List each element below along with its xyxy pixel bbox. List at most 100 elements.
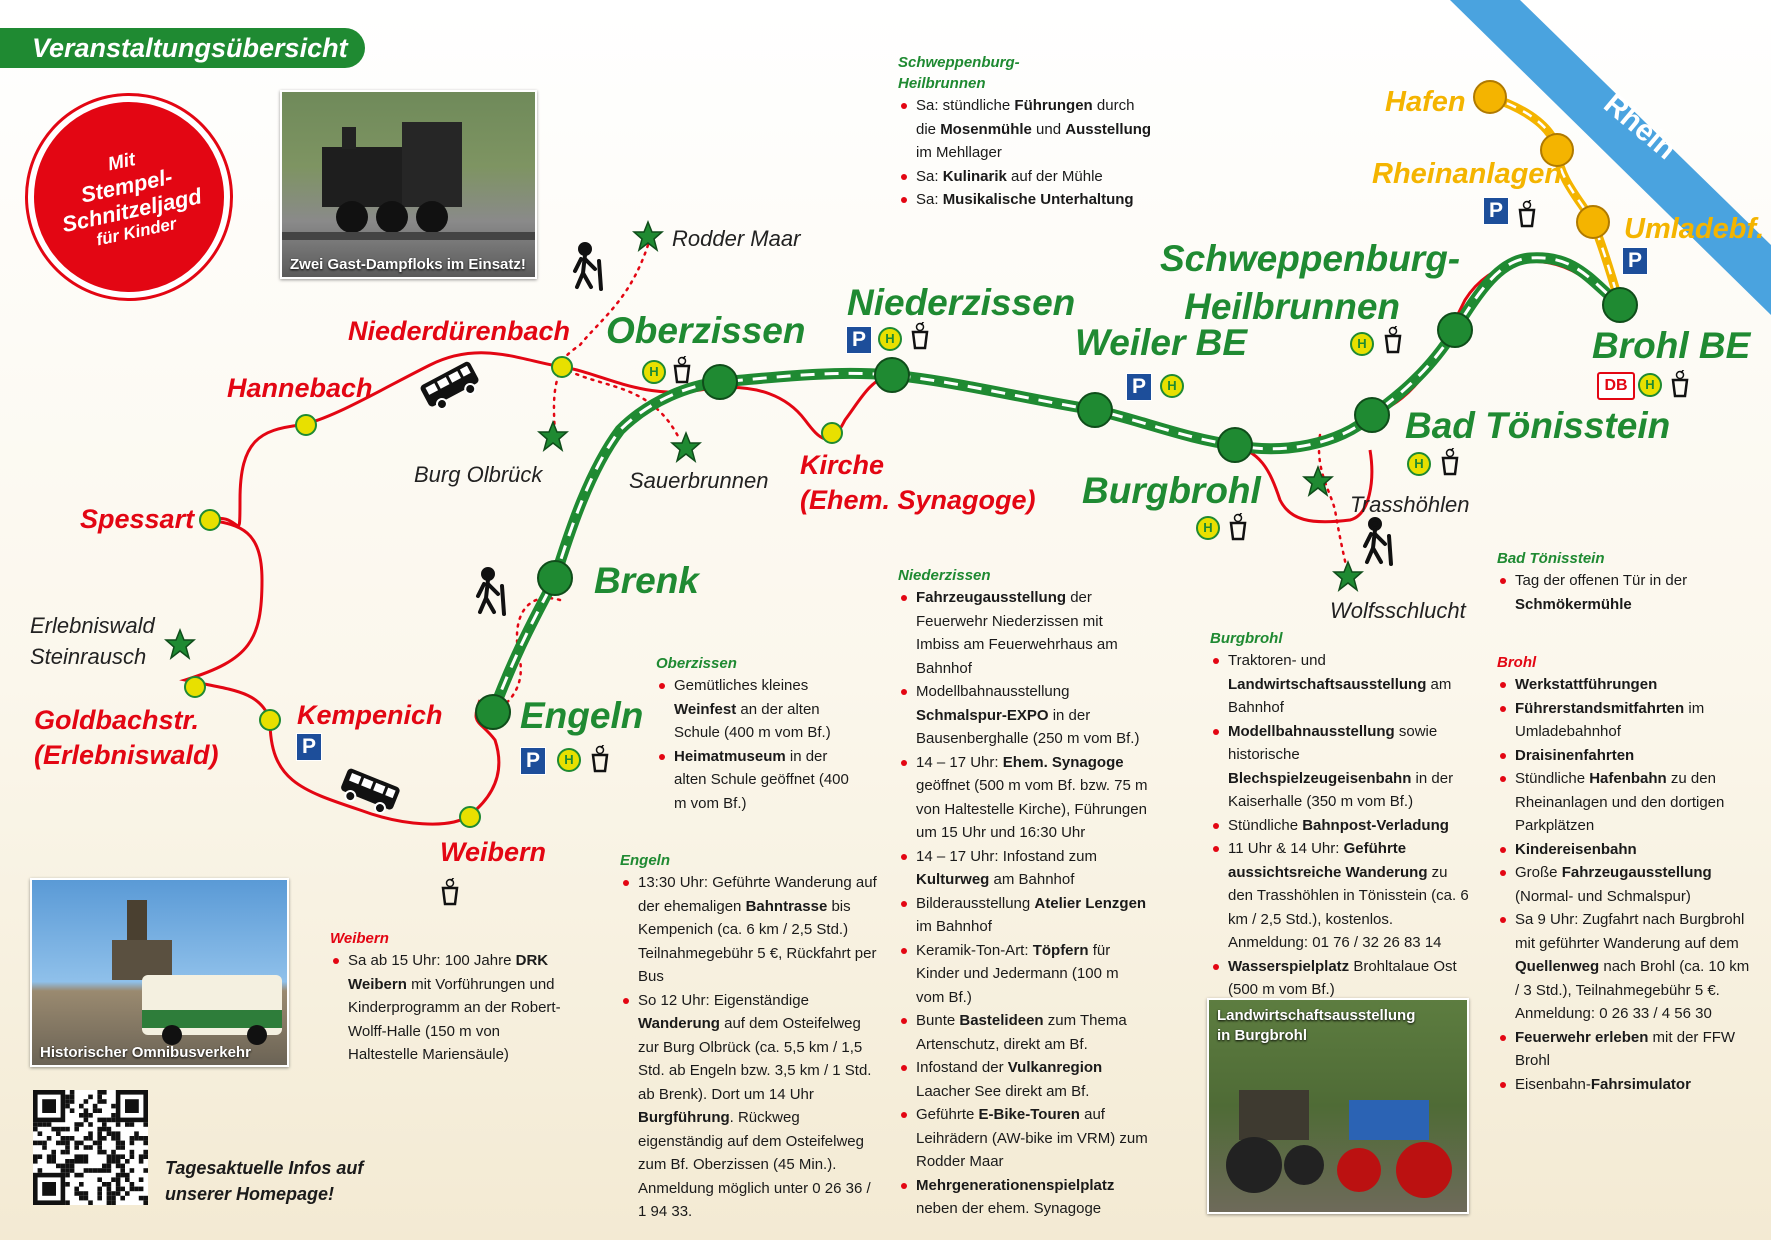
homepage-note-line: Tagesaktuelle Infos auf (165, 1158, 364, 1178)
bus-stop-hannebach (295, 414, 317, 436)
parking-icon: P (296, 733, 322, 761)
tractor-illustration (1226, 1090, 1452, 1198)
info-item: Sa: Musikalische Unterhaltung (898, 188, 1158, 212)
drink-icon (910, 320, 930, 355)
bus-stop-icon: H (1407, 452, 1431, 476)
info-item: Fahrzeugausstellung der Feuerwehr Nieder… (898, 586, 1148, 680)
info-item: Eisenbahn-Fahrsimulator (1497, 1073, 1757, 1097)
bus-stop-icon: H (1160, 374, 1184, 398)
star-icon (1332, 559, 1364, 592)
info-item: Draisinenfahrten (1497, 744, 1757, 768)
bus-stop-icon: H (1196, 516, 1220, 540)
info-item: Heimatmuseum in der alten Schule geöffne… (656, 745, 856, 816)
bus-stop-icon: H (1350, 332, 1374, 356)
info-title: Niederzissen (898, 567, 991, 584)
bus-stop-spessart (199, 509, 221, 531)
info-item: Feuerwehr erleben mit der FFW Brohl (1497, 1026, 1757, 1073)
sight-stars (164, 219, 1364, 660)
info-item: Sa: Kulinarik auf der Mühle (898, 165, 1158, 189)
info-list: 13:30 Uhr: Geführte Wanderung auf der eh… (620, 871, 882, 1224)
station-dot-burgbrohl (1217, 427, 1253, 463)
drink-icon (1228, 511, 1248, 546)
info-item: Kindereisenbahn (1497, 838, 1757, 862)
info-item: 14 – 17 Uhr: Infostand zum Kulturweg am … (898, 845, 1148, 892)
station-label-brohl: Brohl BE (1592, 325, 1751, 366)
homepage-note-line: unserer Homepage! (165, 1184, 335, 1204)
station-label-hafen: Hafen (1385, 86, 1466, 118)
station-dot-hafen (1473, 80, 1507, 114)
photo-caption: Historischer Omnibusverkehr (40, 1044, 251, 1061)
parking-icon: P (846, 326, 872, 354)
sight-label-rodder-maar: Rodder Maar (672, 226, 801, 251)
info-item: Modellbahnausstellung Schmalspur-EXPO in… (898, 680, 1148, 751)
sight-label-sauerbrunnen: Sauerbrunnen (629, 468, 769, 493)
info-title: Engeln (620, 852, 671, 869)
info-item: 14 – 17 Uhr: Ehem. Synagoge geöffnet (50… (898, 751, 1148, 845)
info-item: Sa: stündliche Führungen durch die Mosen… (898, 94, 1158, 165)
bus-stop-icon: H (642, 360, 666, 384)
station-label-niederzissen: Niederzissen (847, 282, 1076, 323)
info-item: Sa 9 Uhr: Zugfahrt nach Burgbrohl mit ge… (1497, 908, 1757, 1026)
info-item: Stündliche Bahnpost-Verladung (1210, 814, 1475, 838)
station-label-rheinanlagen: Rheinanlagen (1372, 158, 1563, 190)
info-list: Fahrzeugausstellung der Feuerwehr Nieder… (898, 586, 1148, 1221)
station-label-line: Heilbrunnen (1184, 286, 1400, 327)
rhine-river (1450, 0, 1771, 315)
bus-route-burgbrohl (1229, 443, 1374, 524)
hiker-icons (476, 242, 1393, 616)
info-item: Bunte Bastelideen zum Thema Artenschutz,… (898, 1009, 1148, 1056)
info-engeln: Engeln 13:30 Uhr: Geführte Wanderung auf … (620, 850, 882, 1224)
drink-icon (1517, 198, 1537, 233)
info-item: 11 Uhr & 14 Uhr: Geführte aussichtsreich… (1210, 837, 1475, 955)
info-title: Bad Tönisstein (1497, 550, 1605, 567)
info-item: Sa ab 15 Uhr: 100 Jahre DRK Weibern mit … (330, 949, 570, 1067)
parking-icon: P (520, 747, 546, 775)
info-list: Sa ab 15 Uhr: 100 Jahre DRK Weibern mit … (330, 949, 570, 1067)
star-icon (537, 419, 569, 452)
bus-stop-icon: H (557, 748, 581, 772)
station-label-burgbrohl: Burgbrohl (1082, 470, 1261, 511)
photo-caption: Landwirtschaftsausstellung in Burgbrohl (1217, 1006, 1415, 1046)
info-item: Werkstattführungen (1497, 673, 1757, 697)
station-dot-umladebf (1576, 205, 1610, 239)
info-item: Geführte E-Bike-Touren auf Leihrädern (A… (898, 1103, 1148, 1174)
bus-stop-kirche (821, 422, 843, 444)
station-label-brenk: Brenk (594, 560, 699, 601)
info-list: Traktoren- und Landwirtschaftsausstellun… (1210, 649, 1475, 1002)
harbour-line (1488, 92, 1625, 307)
info-item: Mehrgenerationenspielplatz neben der ehe… (898, 1174, 1148, 1221)
station-dot-niederzissen (874, 357, 910, 393)
station-dot-engeln (475, 694, 511, 730)
hiker-icon (1363, 517, 1393, 566)
station-label-line: Schweppenburg- (1160, 238, 1461, 279)
sight-label-wolfsschlucht: Wolfsschlucht (1330, 598, 1466, 623)
sight-label-trasshoehlen: Trasshöhlen (1350, 492, 1470, 517)
drink-icon (672, 354, 692, 389)
star-icon (1302, 464, 1334, 497)
stop-label-line: Goldbachstr. (34, 705, 200, 735)
info-title: Weibern (330, 930, 389, 947)
bus-stop-icon: H (878, 327, 902, 351)
drink-icon (440, 876, 460, 911)
info-item: Modellbahnausstellung sowie historische … (1210, 720, 1475, 814)
stop-label-spessart: Spessart (80, 504, 195, 534)
info-list: Tag der offenen Tür in der Schmökermühle (1497, 569, 1717, 616)
station-dot-oberzissen (702, 364, 738, 400)
info-item: Tag der offenen Tür in der Schmökermühle (1497, 569, 1717, 616)
parking-icon: P (1483, 197, 1509, 225)
stop-label-weibern: Weibern (440, 837, 547, 867)
qr-code[interactable] (33, 1090, 148, 1205)
drink-icon (1440, 446, 1460, 481)
bus-icon (341, 768, 400, 815)
station-dot-rheinanlagen (1540, 133, 1574, 167)
bus-stop-weibern (459, 806, 481, 828)
stop-label-kempenich: Kempenich (297, 700, 443, 730)
station-label-oberzissen: Oberzissen (606, 310, 806, 351)
stop-label-hannebach: Hannebach (227, 373, 373, 403)
info-item: Traktoren- und Landwirtschaftsausstellun… (1210, 649, 1475, 720)
